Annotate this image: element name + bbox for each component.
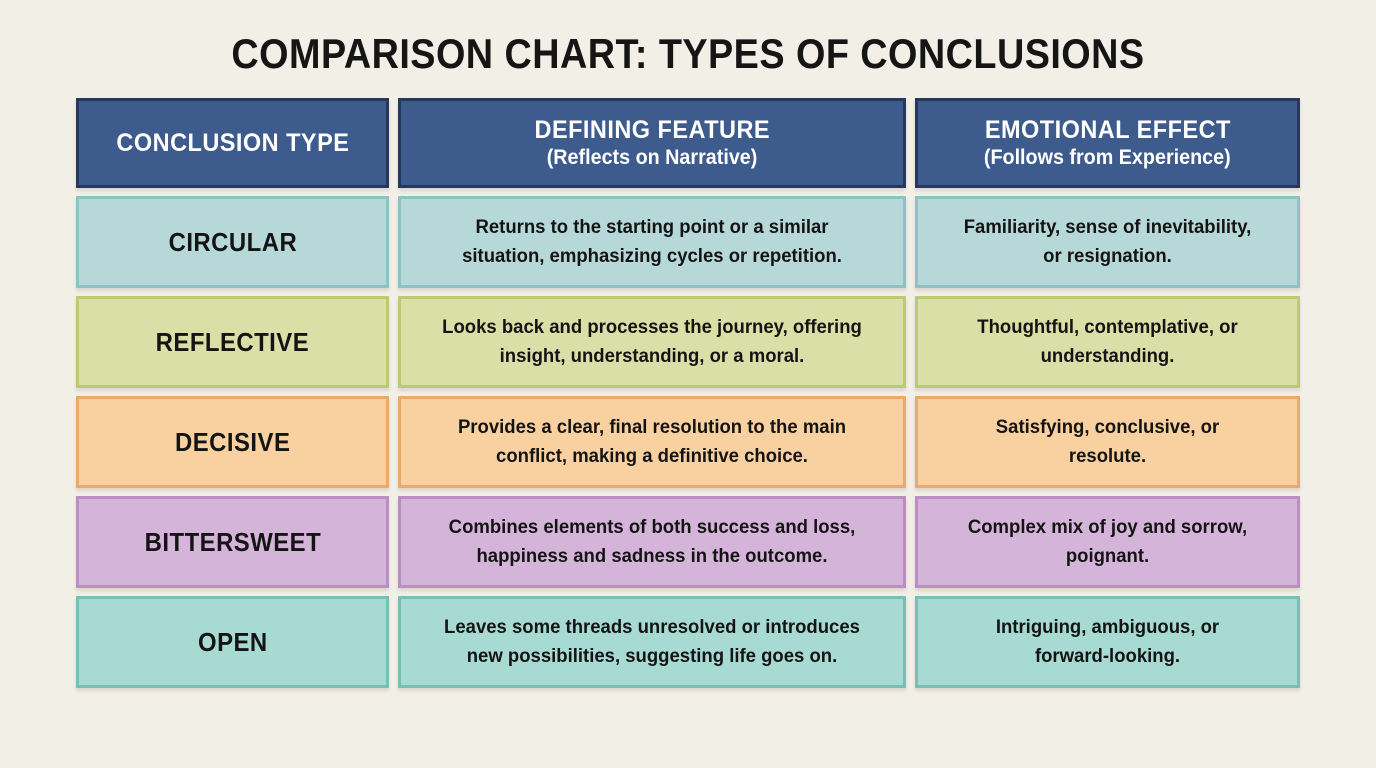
emotional-effect-text: Thoughtful, contemplative, or understand… bbox=[977, 315, 1238, 367]
header-label: DEFINING FEATURE bbox=[534, 115, 770, 144]
conclusion-type-label: BITTERSWEET bbox=[144, 526, 321, 557]
header-sublabel: (Follows from Experience) bbox=[984, 145, 1231, 169]
defining-feature-text: Looks back and processes the journey, of… bbox=[442, 315, 862, 367]
conclusion-type-label: REFLECTIVE bbox=[155, 326, 310, 357]
row-bittersweet-type-cell: BITTERSWEET bbox=[76, 496, 389, 588]
defining-feature-text: Leaves some threads unresolved or introd… bbox=[444, 615, 860, 667]
row-bittersweet-feature-cell: Combines elements of both success and lo… bbox=[398, 496, 906, 588]
row-open-feature-cell: Leaves some threads unresolved or introd… bbox=[398, 596, 906, 688]
row-reflective-effect-cell: Thoughtful, contemplative, or understand… bbox=[915, 296, 1300, 388]
header-cell-defining-feature: DEFINING FEATURE (Reflects on Narrative) bbox=[398, 98, 906, 188]
defining-feature-text: Provides a clear, final resolution to th… bbox=[457, 415, 847, 467]
emotional-effect-text: Satisfying, conclusive, or resolute. bbox=[995, 415, 1220, 467]
header-cell-conclusion-type: CONCLUSION TYPE bbox=[76, 98, 389, 188]
row-decisive-type-cell: DECISIVE bbox=[76, 396, 389, 488]
emotional-effect-text: Complex mix of joy and sorrow, poignant. bbox=[967, 515, 1248, 567]
row-circular-feature-cell: Returns to the starting point or a simil… bbox=[398, 196, 906, 288]
row-open-effect-cell: Intriguing, ambiguous, or forward-lookin… bbox=[915, 596, 1300, 688]
row-reflective-type-cell: REFLECTIVE bbox=[76, 296, 389, 388]
row-open-type-cell: OPEN bbox=[76, 596, 389, 688]
header-label: CONCLUSION TYPE bbox=[116, 129, 349, 157]
row-circular-type-cell: CIRCULAR bbox=[76, 196, 389, 288]
row-decisive-feature-cell: Provides a clear, final resolution to th… bbox=[398, 396, 906, 488]
emotional-effect-text: Familiarity, sense of inevitability, or … bbox=[963, 215, 1252, 267]
conclusion-type-label: OPEN bbox=[197, 626, 268, 657]
conclusion-type-label: CIRCULAR bbox=[168, 226, 297, 257]
defining-feature-text: Combines elements of both success and lo… bbox=[448, 515, 856, 567]
row-reflective-feature-cell: Looks back and processes the journey, of… bbox=[398, 296, 906, 388]
row-bittersweet-effect-cell: Complex mix of joy and sorrow, poignant. bbox=[915, 496, 1300, 588]
emotional-effect-text: Intriguing, ambiguous, or forward-lookin… bbox=[995, 615, 1220, 667]
defining-feature-text: Returns to the starting point or a simil… bbox=[462, 215, 842, 267]
comparison-table: CONCLUSION TYPE DEFINING FEATURE (Reflec… bbox=[76, 98, 1300, 688]
conclusion-type-label: DECISIVE bbox=[174, 426, 291, 457]
header-cell-emotional-effect: EMOTIONAL EFFECT (Follows from Experienc… bbox=[915, 98, 1300, 188]
row-decisive-effect-cell: Satisfying, conclusive, or resolute. bbox=[915, 396, 1300, 488]
row-circular-effect-cell: Familiarity, sense of inevitability, or … bbox=[915, 196, 1300, 288]
header-sublabel: (Reflects on Narrative) bbox=[546, 145, 758, 169]
header-label: EMOTIONAL EFFECT bbox=[984, 115, 1231, 144]
page-title: COMPARISON CHART: TYPES OF CONCLUSIONS bbox=[231, 30, 1145, 77]
